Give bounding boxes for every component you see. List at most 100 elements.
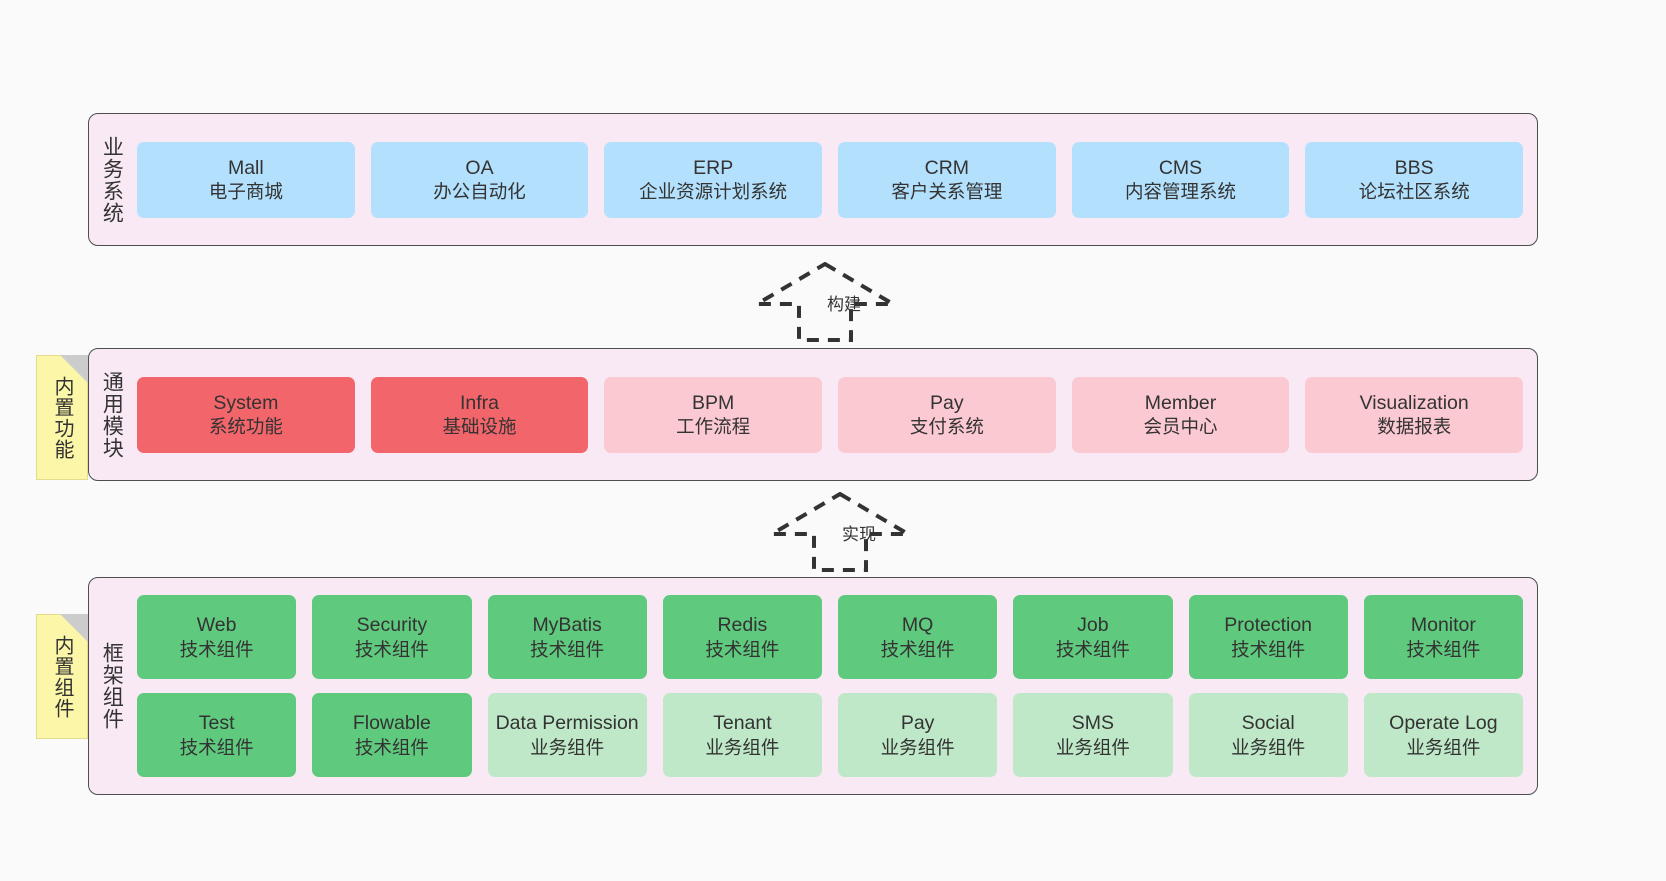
layer-title-common-modules: 通用模块 <box>100 370 124 459</box>
module-card-name: Pay <box>900 712 935 735</box>
module-card-name: SMS <box>1071 712 1114 735</box>
module-card-subtitle: 电子商城 <box>208 181 283 203</box>
module-card-subtitle: 客户关系管理 <box>891 181 1003 203</box>
module-card-name: OA <box>465 156 494 179</box>
module-card-subtitle: 办公自动化 <box>433 181 526 203</box>
sticky-note-common-modules: 内置功能 <box>36 355 88 480</box>
module-card-name: Operate Log <box>1389 712 1498 735</box>
module-card-name: Social <box>1241 712 1295 735</box>
module-card-name: Member <box>1144 391 1217 414</box>
module-card-subtitle: 技术组件 <box>354 736 429 758</box>
module-card-subtitle: 技术组件 <box>1055 638 1130 660</box>
module-card-subtitle: 业务组件 <box>530 736 605 758</box>
sticky-note-framework-components: 内置组件 <box>36 614 88 739</box>
module-card-name: Monitor <box>1410 614 1476 637</box>
module-card-subtitle: 技术组件 <box>1231 638 1306 660</box>
module-card-subtitle: 基础设施 <box>442 416 517 438</box>
module-card-name: Data Permission <box>495 712 639 735</box>
module-card-subtitle: 工作流程 <box>676 416 751 438</box>
module-card-name: MyBatis <box>532 614 602 637</box>
module-card-name: Flowable <box>352 712 431 735</box>
module-card-name: Web <box>196 614 237 637</box>
module-card-subtitle: 技术组件 <box>179 638 254 660</box>
module-card-subtitle: 业务组件 <box>705 736 780 758</box>
sticky-note-label: 内置功能 <box>51 375 73 460</box>
module-card-subtitle: 业务组件 <box>1055 736 1130 758</box>
module-card-name: BPM <box>692 391 735 414</box>
module-card-name: System <box>213 391 279 414</box>
module-card-name: Tenant <box>713 712 772 735</box>
module-card-subtitle: 会员中心 <box>1143 416 1218 438</box>
module-card-subtitle: 业务组件 <box>880 736 955 758</box>
module-card-name: Protection <box>1224 614 1313 637</box>
module-card-name: Pay <box>930 391 964 414</box>
module-card-subtitle: 技术组件 <box>1406 638 1481 660</box>
module-card-subtitle: 内容管理系统 <box>1125 181 1237 203</box>
note-folded-corner-icon <box>60 355 88 383</box>
module-card-name: Visualization <box>1359 391 1469 414</box>
module-card-name: MQ <box>901 614 934 637</box>
module-card-subtitle: 技术组件 <box>530 638 605 660</box>
connector-build: 构建 <box>740 261 910 342</box>
module-card-subtitle: 论坛社区系统 <box>1358 181 1470 203</box>
module-card-subtitle: 业务组件 <box>1231 736 1306 758</box>
layer-title-business-systems: 业务系统 <box>100 135 124 224</box>
module-card-subtitle: 技术组件 <box>880 638 955 660</box>
module-card-name: Test <box>198 712 235 735</box>
generalization-arrow-icon <box>749 261 901 342</box>
module-card-subtitle: 技术组件 <box>179 736 254 758</box>
module-card-subtitle: 支付系统 <box>909 416 984 438</box>
module-card-name: Redis <box>717 614 768 637</box>
module-card-subtitle: 系统功能 <box>208 416 283 438</box>
module-card-subtitle: 业务组件 <box>1406 736 1481 758</box>
module-card-subtitle: 技术组件 <box>705 638 780 660</box>
connector-implement: 实现 <box>755 491 925 572</box>
generalization-arrow-icon <box>764 491 916 572</box>
module-card-name: ERP <box>693 156 734 179</box>
connector-label-implement: 实现 <box>842 525 876 544</box>
module-card-name: Infra <box>459 391 500 414</box>
module-card-subtitle: 企业资源计划系统 <box>639 181 788 203</box>
module-card-subtitle: 数据报表 <box>1377 416 1452 438</box>
module-card-name: BBS <box>1394 156 1434 179</box>
connector-label-build: 构建 <box>827 295 861 314</box>
sticky-note-label: 内置组件 <box>51 634 73 719</box>
layer-title-framework-components: 框架组件 <box>100 642 124 730</box>
